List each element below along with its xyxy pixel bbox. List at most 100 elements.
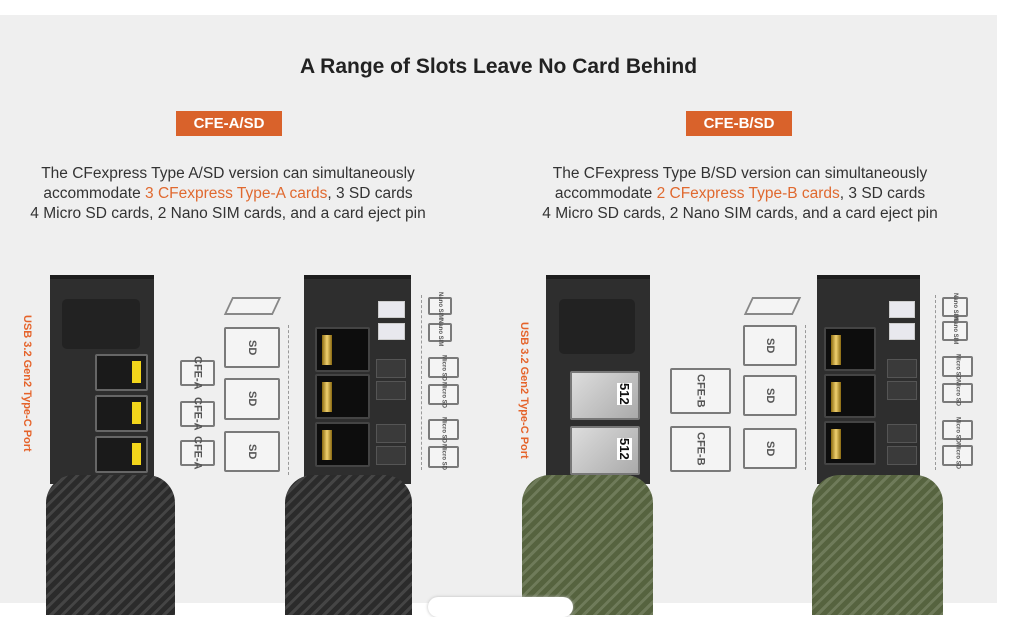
port-label: USB 3.2 Gen2 Type-C Port: [21, 315, 33, 452]
reader-body-cfe-a: [50, 275, 154, 484]
desc-line: accommodate 2 CFexpress Type-B cards, 3 …: [510, 184, 970, 204]
cfexpress-b-card: [570, 371, 640, 420]
micro-sd-outline: Micro SD: [942, 442, 973, 469]
slot-label: Micro SD: [954, 380, 961, 407]
badge-cfe-a-sd: CFE-A/SD: [176, 111, 282, 136]
sd-card: [824, 327, 876, 371]
cfexpress-a-card: [95, 395, 148, 432]
eject-pin-outline: [223, 297, 282, 315]
slot-label: SD: [246, 443, 258, 460]
sd-outline: SD: [743, 428, 797, 469]
micro-sd-card: [376, 424, 406, 443]
slot-label: Nano SIM: [437, 292, 443, 320]
slot-label: CFE-B: [694, 374, 707, 408]
desc-text: accommodate: [554, 185, 657, 202]
slot-label: Micro SD: [954, 442, 961, 469]
slot-label: SD: [764, 387, 776, 404]
reader-body-sd: [817, 275, 920, 484]
guide-line: [288, 325, 289, 475]
desc-highlight: 2 CFexpress Type-B cards: [656, 185, 840, 202]
slot-label: SD: [764, 337, 776, 354]
reader-grip: [522, 475, 653, 615]
desc-text: accommodate: [43, 185, 146, 202]
vent-grille: [559, 299, 635, 354]
sd-card: [315, 422, 370, 467]
slot-label: CFE-A: [191, 397, 204, 431]
sd-outline: SD: [224, 431, 280, 472]
desc-highlight: 3 CFexpress Type-A cards: [145, 185, 328, 202]
desc-line: The CFexpress Type B/SD version can simu…: [552, 165, 928, 182]
nano-sim-outline: Nano SIM: [428, 292, 452, 320]
slot-label: Nano SIM: [952, 317, 958, 345]
cfe-b-outline: CFE-B: [670, 368, 731, 414]
micro-sd-card: [887, 381, 917, 400]
desc-line: 4 Micro SD cards, 2 Nano SIM cards, and …: [30, 205, 426, 222]
reader-grip: [285, 475, 412, 615]
slot-label: SD: [246, 339, 258, 356]
cfexpress-a-card: [95, 436, 148, 473]
nano-sim-card: [889, 323, 915, 340]
port-label: USB 3.2 Gen2 Type-C Port: [518, 322, 530, 459]
cfe-b-outline: CFE-B: [670, 426, 731, 472]
desc-text: , 3 SD cards: [839, 185, 926, 202]
micro-sd-card: [376, 359, 406, 378]
slot-label: Nano SIM: [437, 318, 443, 347]
nano-sim-outline: Nano SIM: [942, 293, 968, 321]
nano-sim-outline: Nano SIM: [428, 319, 452, 346]
badge-cfe-b-sd: CFE-B/SD: [686, 111, 792, 136]
slot-label: CFE-B: [694, 432, 707, 466]
sd-outline: SD: [224, 327, 280, 368]
guide-line: [935, 295, 936, 470]
slot-label: Micro SD: [954, 353, 961, 380]
micro-sd-outline: Micro SD: [428, 416, 459, 443]
nano-sim-card: [378, 323, 405, 340]
nano-sim-outline: Nano SIM: [942, 317, 968, 345]
micro-sd-outline: Micro SD: [428, 444, 459, 471]
micro-sd-outline: Micro SD: [942, 417, 973, 444]
slot-label: SD: [764, 440, 776, 457]
slot-label: CFE-A: [191, 436, 204, 470]
cfexpress-b-card: [570, 426, 640, 475]
cfexpress-a-card: [95, 354, 148, 391]
sd-card: [824, 374, 876, 418]
eject-pin-outline: [743, 297, 802, 315]
micro-sd-card: [887, 446, 917, 465]
sd-outline: SD: [743, 375, 797, 416]
micro-sd-outline: Micro SD: [942, 380, 973, 407]
desc-line: The CFexpress Type A/SD version can simu…: [41, 165, 415, 182]
micro-sd-card: [376, 381, 406, 400]
slot-label: CFE-A: [191, 356, 204, 390]
micro-sd-card: [376, 446, 406, 465]
cfe-a-outline: CFE-A: [180, 436, 215, 470]
slot-label: SD: [246, 391, 258, 407]
sd-card: [315, 374, 370, 419]
slot-label: Nano SIM: [952, 293, 958, 321]
slot-label: Micro SD: [954, 417, 961, 444]
desc-text: , 3 SD cards: [327, 185, 413, 202]
vent-grille: [62, 299, 140, 349]
slot-label: Micro SD: [440, 354, 447, 381]
cfe-a-outline: CFE-A: [180, 397, 215, 431]
desc-line: 4 Micro SD cards, 2 Nano SIM cards, and …: [542, 205, 938, 222]
reader-body-sd: [304, 275, 411, 484]
reader-grip: [812, 475, 943, 615]
slot-label: Micro SD: [440, 416, 447, 443]
micro-sd-card: [887, 424, 917, 443]
slot-label: Micro SD: [440, 444, 447, 471]
description-cfe-b: The CFexpress Type B/SD version can simu…: [510, 164, 970, 224]
floating-pill[interactable]: [428, 597, 573, 617]
description-cfe-a: The CFexpress Type A/SD version can simu…: [0, 164, 458, 224]
micro-sd-outline: Micro SD: [428, 354, 459, 381]
micro-sd-outline: Micro SD: [428, 381, 459, 408]
reader-body-cfe-b: [546, 275, 650, 484]
slot-label: Micro SD: [440, 381, 447, 408]
micro-sd-outline: Micro SD: [942, 353, 973, 380]
micro-sd-card: [887, 359, 917, 378]
nano-sim-card: [378, 301, 405, 318]
guide-line: [421, 295, 422, 470]
sd-outline: SD: [743, 325, 797, 366]
cfe-a-outline: CFE-A: [180, 356, 215, 390]
sd-outline: SD: [224, 378, 280, 420]
sd-card: [824, 421, 876, 465]
sd-card: [315, 327, 370, 372]
